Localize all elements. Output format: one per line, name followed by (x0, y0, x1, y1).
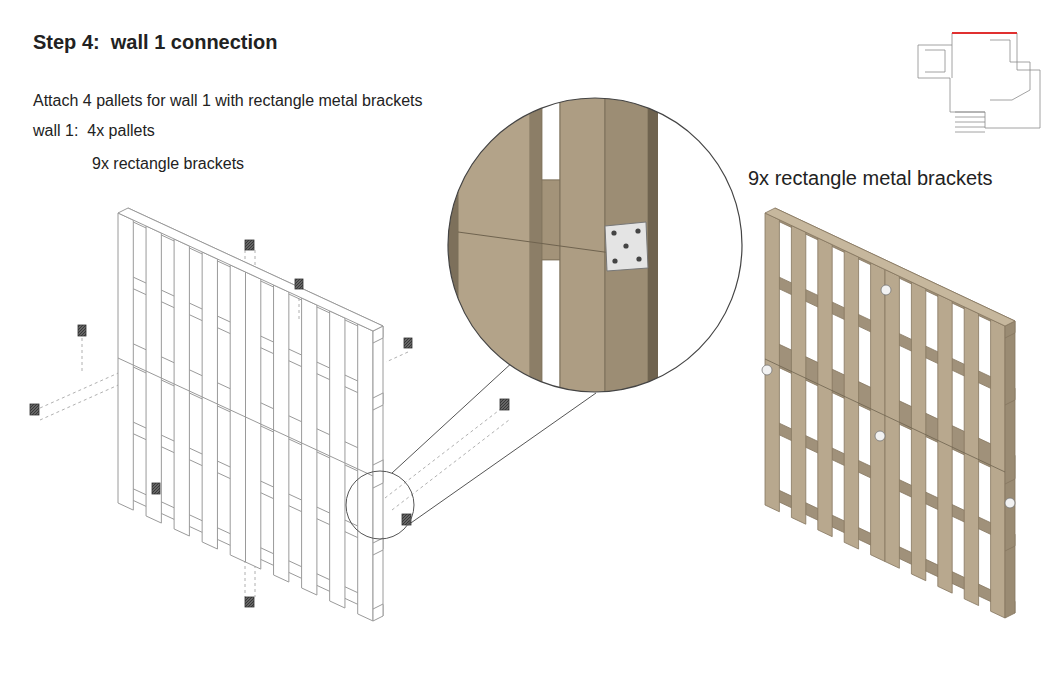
pallet-block-line (373, 393, 383, 398)
plan-outline (918, 33, 1040, 128)
pallet-block-line (373, 604, 383, 609)
step-title: Step 4: wall 1 connection (33, 30, 278, 54)
metal-bracket (500, 399, 509, 410)
pallet-side (373, 326, 383, 621)
leader-line (392, 360, 515, 473)
guide-line (82, 338, 83, 372)
guide-line (245, 560, 246, 597)
metal-bracket (152, 483, 160, 494)
plan-thumbnail (918, 33, 1040, 132)
pallet-seam (118, 358, 373, 476)
parts-list: 9x rectangle brackets (92, 154, 244, 173)
zoom-shadow (440, 90, 458, 400)
guide-line (385, 408, 502, 498)
metal-bracket (762, 365, 772, 375)
zoom-gap (542, 260, 560, 400)
plan-step (955, 127, 985, 128)
pallet-block-line (1005, 546, 1015, 551)
plan-step (955, 117, 985, 118)
metal-bracket (78, 325, 86, 336)
zoom-circle (448, 98, 742, 392)
bracket-markers (762, 285, 1015, 508)
zoom-stringer (542, 180, 560, 260)
metal-bracket (30, 404, 39, 415)
plan-step (955, 112, 985, 113)
pallet-block-line (373, 460, 383, 465)
guide-line (255, 565, 256, 597)
metal-bracket (881, 285, 891, 295)
guide-line (386, 352, 408, 362)
bolt (612, 258, 617, 263)
pallet-wall-outline (118, 208, 383, 621)
bracket-set (30, 240, 509, 607)
guide-line (40, 382, 125, 420)
exploded-guides (40, 250, 509, 597)
bolt (623, 243, 628, 248)
plan-step (955, 132, 985, 133)
pallet-block-line (1005, 400, 1015, 405)
pallet-top (118, 208, 383, 331)
pallet-seam (765, 359, 1005, 472)
guide-line (392, 420, 509, 510)
pallet-block-line (373, 483, 383, 488)
detail-marker (346, 471, 414, 539)
guide-line (40, 370, 125, 408)
plan-wall (952, 45, 953, 78)
pallet-block-line (373, 405, 383, 410)
zoom-view (440, 90, 758, 400)
zoom-bracket (605, 222, 648, 271)
zoom-ground (658, 90, 758, 400)
pallet-block-line (373, 550, 383, 555)
metal-bracket (245, 597, 254, 607)
zoom-board-side (605, 90, 648, 400)
detail-callout (346, 90, 758, 539)
pallet-wall-tan (765, 208, 1015, 618)
metal-bracket (1005, 498, 1015, 508)
parts-list: wall 1: 4x pallets (33, 121, 155, 140)
metal-bracket (875, 431, 885, 441)
pallet-top (765, 208, 1015, 326)
instruction-text: Attach 4 pallets for wall 1 with rectang… (33, 91, 423, 110)
plan-room (925, 50, 945, 72)
leader-line (408, 393, 596, 525)
bolt (636, 256, 641, 261)
pallet-block-line (1005, 479, 1015, 484)
bolt (635, 228, 640, 233)
pallet-block-line (1005, 333, 1015, 338)
plan-highlight (952, 32, 1017, 34)
metal-bracket (245, 240, 254, 250)
zoom-board-edge (530, 90, 542, 400)
zoom-board (458, 90, 530, 400)
zoom-shadow (648, 90, 658, 400)
pallet-block-line (373, 338, 383, 343)
metal-bracket (295, 279, 303, 289)
bracket-count: 9x rectangle metal brackets (748, 166, 993, 190)
metal-bracket (404, 338, 412, 348)
zoom-board (560, 90, 605, 400)
plan-step (955, 122, 985, 123)
bolt (611, 230, 616, 235)
pallet-side (1005, 321, 1015, 618)
plan-room (990, 40, 1030, 100)
